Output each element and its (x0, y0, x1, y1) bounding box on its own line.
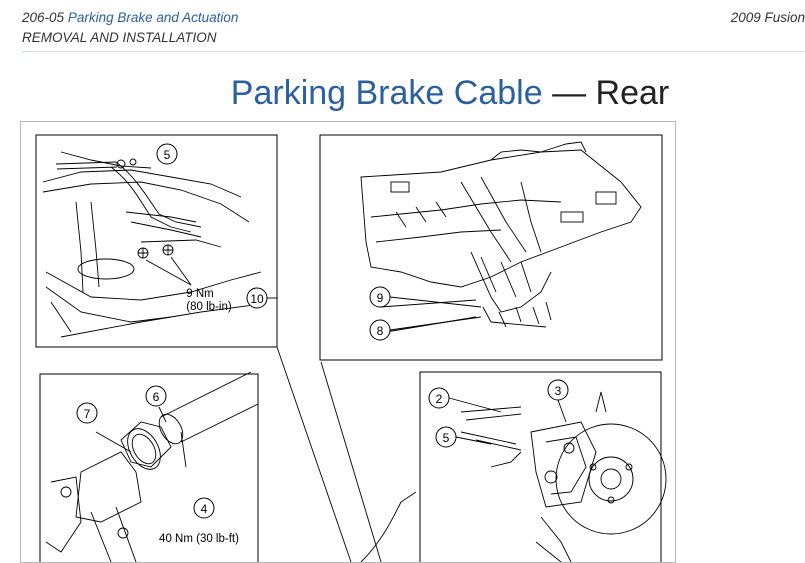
exploded-view-diagram: 5 9 Nm (80 lb-in) 10 9 8 (35, 134, 667, 562)
callout-circle-6 (145, 385, 167, 407)
parking-brake-cable-illustration: 5 9 Nm (80 lb-in) 10 9 8 (20, 121, 676, 563)
page-title-primary: Parking Brake Cable (230, 74, 543, 112)
inset-panel-bottom-left (39, 373, 259, 562)
brake-caliper-drawing (460, 391, 667, 562)
torque-top-value: 9 Nm (186, 288, 213, 300)
section-link[interactable]: Parking Brake and Actuation (67, 10, 239, 25)
body-panel-drawing (360, 141, 642, 333)
callout-circle-5-top (156, 143, 178, 165)
callout-10-label: 10 (250, 292, 264, 306)
vehicle-label: 2009 Fusion (730, 10, 805, 25)
callout-circle-7 (76, 402, 98, 424)
callout-5-right-label: 5 (443, 431, 450, 445)
callout-circle-4 (193, 497, 215, 519)
torque-bottom-value: 40 Nm (30 lb-ft) (159, 533, 239, 545)
callout-7-label: 7 (84, 407, 91, 421)
page-title-separator: — (552, 74, 587, 112)
callout-5-top-label: 5 (164, 148, 171, 162)
page-title-secondary: Rear (595, 74, 670, 112)
torque-top-alt: (80 lb-in) (186, 301, 232, 313)
page-title: Parking Brake Cable — Rear (0, 72, 805, 114)
callout-6-label: 6 (153, 390, 160, 404)
inset-panel-bottom-right (419, 371, 662, 562)
callout-4-label: 4 (201, 502, 208, 516)
callout-3-label: 3 (555, 384, 562, 398)
procedure-subtitle: REMOVAL AND INSTALLATION (22, 30, 217, 45)
breadcrumb: 206-05 Parking Brake and Actuation REMOV… (22, 8, 238, 48)
underbody-bracket-drawing (42, 151, 262, 338)
callout-8-label: 8 (377, 324, 384, 338)
callout-9-label: 9 (377, 291, 384, 305)
breadcrumb-section-line: 206-05 Parking Brake and Actuation (22, 8, 238, 28)
callout-2-label: 2 (436, 392, 443, 406)
section-number: 206-05 (22, 10, 65, 25)
header-divider (22, 51, 805, 52)
